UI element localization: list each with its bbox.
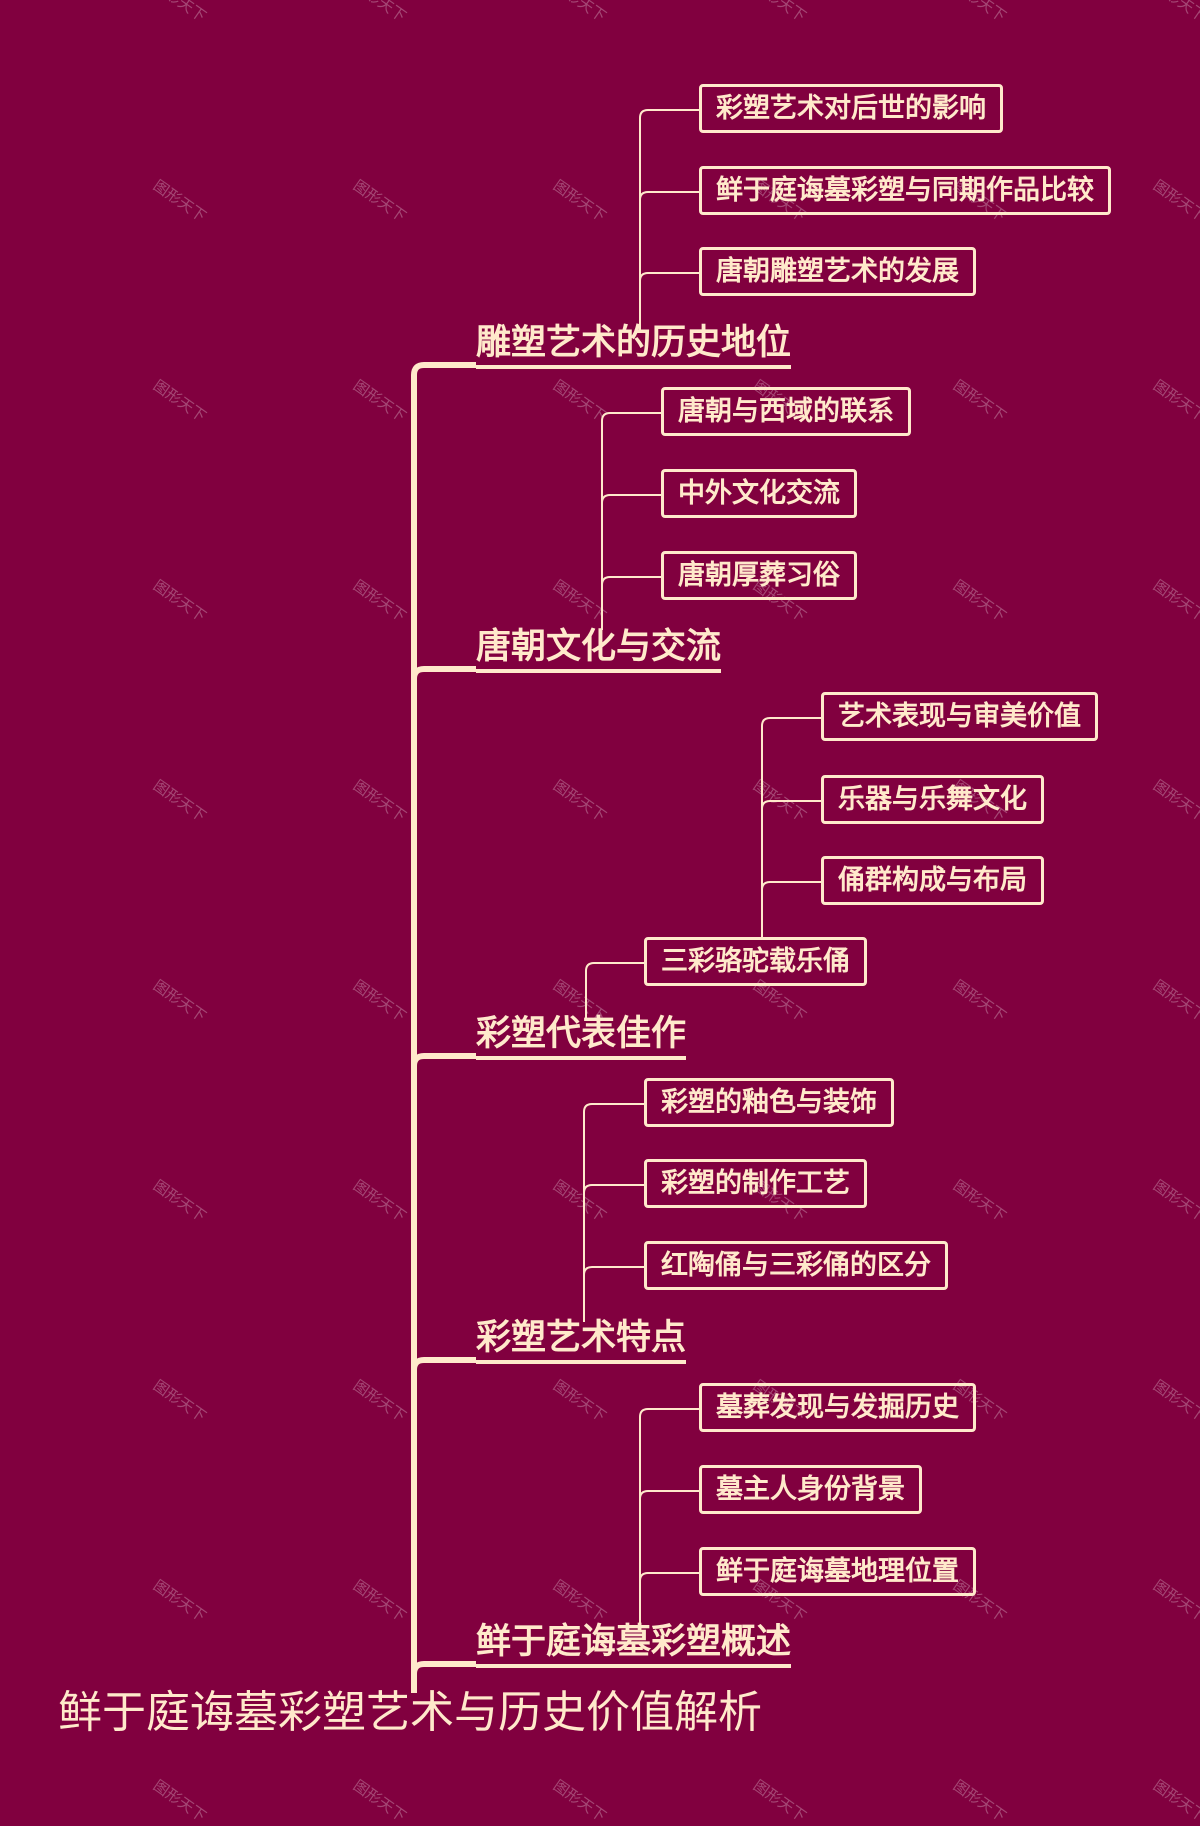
leaf-node[interactable]: 鲜于庭诲墓地理位置	[699, 1547, 976, 1596]
branch-overview[interactable]: 鲜于庭诲墓彩塑概述	[476, 1622, 792, 1668]
leaf-node[interactable]: 鲜于庭诲墓彩塑与同期作品比较	[699, 166, 1111, 215]
leaf-node[interactable]: 彩塑艺术对后世的影响	[699, 84, 1003, 133]
leaf-node[interactable]: 唐朝雕塑艺术的发展	[699, 247, 976, 296]
leaf-node[interactable]: 俑群构成与布局	[821, 856, 1044, 905]
leaf-node[interactable]: 唐朝与西域的联系	[661, 387, 911, 436]
leaf-node[interactable]: 墓主人身份背景	[699, 1465, 922, 1514]
branch-art-features[interactable]: 彩塑艺术特点	[476, 1318, 687, 1364]
leaf-node[interactable]: 乐器与乐舞文化	[821, 775, 1044, 824]
branch-tang-culture[interactable]: 唐朝文化与交流	[476, 627, 722, 673]
leaf-node[interactable]: 唐朝厚葬习俗	[661, 551, 857, 600]
sub-node[interactable]: 三彩骆驼载乐俑	[644, 937, 867, 986]
leaf-node[interactable]: 艺术表现与审美价值	[821, 692, 1098, 741]
leaf-node[interactable]: 墓葬发现与发掘历史	[699, 1383, 976, 1432]
branch-historical-status[interactable]: 雕塑艺术的历史地位	[476, 323, 792, 369]
leaf-node[interactable]: 彩塑的制作工艺	[644, 1159, 867, 1208]
leaf-node[interactable]: 中外文化交流	[661, 469, 857, 518]
branch-masterpieces[interactable]: 彩塑代表佳作	[476, 1014, 687, 1060]
branch-lines	[583, 109, 821, 1626]
root-title[interactable]: 鲜于庭诲墓彩塑艺术与历史价值解析	[58, 1687, 762, 1738]
leaf-node[interactable]: 彩塑的釉色与装饰	[644, 1078, 894, 1127]
leaf-node[interactable]: 红陶俑与三彩俑的区分	[644, 1241, 948, 1290]
trunk-lines	[411, 362, 476, 1693]
